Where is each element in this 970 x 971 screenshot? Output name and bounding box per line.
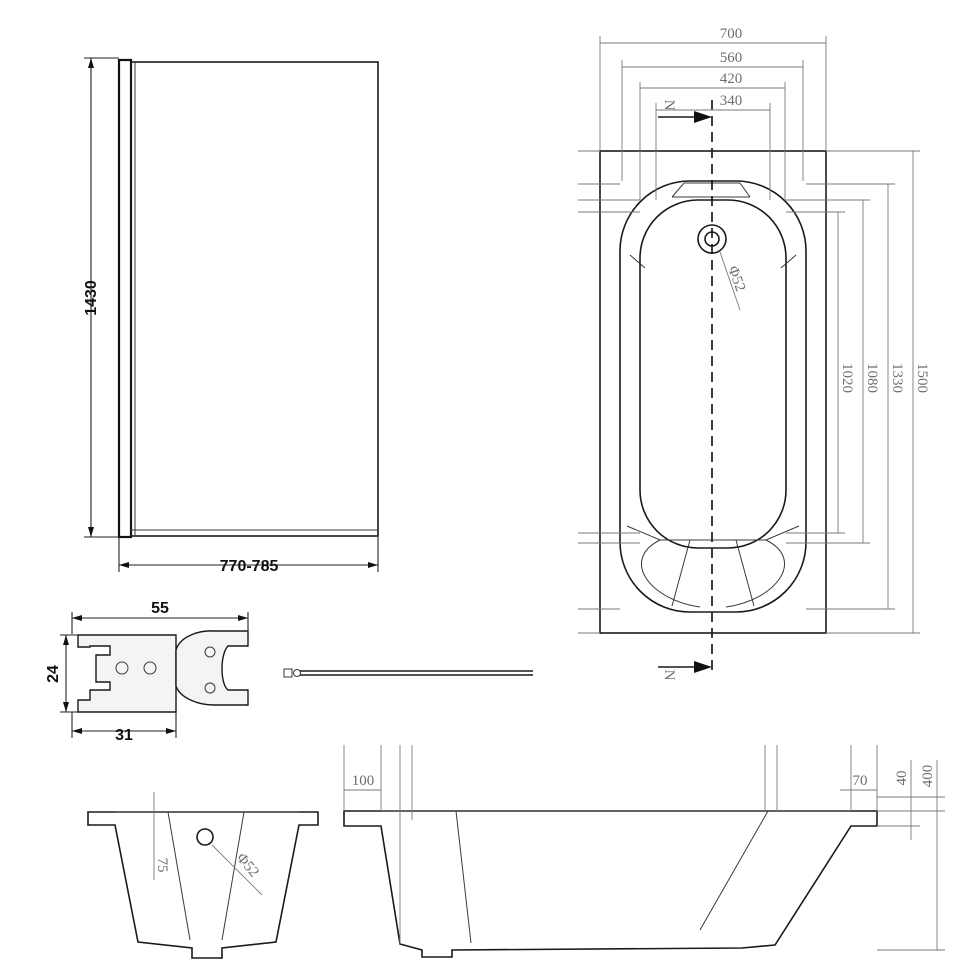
plan-length-1080: 1080 xyxy=(864,363,880,393)
profile-inner-width-dimension: 31 xyxy=(71,712,177,744)
bath-inner-bowl xyxy=(639,199,787,549)
plan-length-1500: 1500 xyxy=(914,363,930,393)
screen-width-label: 770-785 xyxy=(220,558,279,575)
plan-length-1330: 1330 xyxy=(889,363,905,393)
plan-width-420: 420 xyxy=(720,71,743,87)
svg-text:N: N xyxy=(661,100,677,111)
screen-glass-panel xyxy=(130,61,379,537)
side-section-outline xyxy=(343,810,878,958)
screen-height-dimension: 1430 xyxy=(83,57,119,538)
profile-height-label: 24 xyxy=(45,665,62,683)
side-height-label: 400 xyxy=(920,765,936,788)
profile-channel xyxy=(77,634,177,713)
profile-clamp xyxy=(175,630,249,706)
end-section: Φ52 75 xyxy=(87,792,319,959)
plan-width-dimensions: 700 560 420 340 xyxy=(599,26,827,200)
end-waste xyxy=(196,828,214,846)
plan-width-340: 340 xyxy=(720,93,743,109)
screen-elevation: 1430 770-785 xyxy=(83,57,379,575)
profile-width-dimension: 55 xyxy=(71,600,249,634)
profile-height-dimension: 24 xyxy=(45,634,78,713)
end-waste-label: Φ52 xyxy=(233,850,262,880)
section-marker-bottom: N xyxy=(658,661,712,681)
hinge-pin xyxy=(283,668,533,678)
side-rim-label: 40 xyxy=(894,771,910,786)
profile-width-label: 55 xyxy=(151,600,169,617)
plan-width-560: 560 xyxy=(720,50,743,66)
plan-view: Φ52 N N 700 560 420 xyxy=(578,26,930,681)
side-right-offset-label: 70 xyxy=(853,773,868,789)
section-marker-top: N xyxy=(658,100,712,123)
screen-height-label: 1430 xyxy=(83,280,100,316)
profile-inner-width-label: 31 xyxy=(115,727,133,744)
plan-waste-label: Φ52 xyxy=(724,264,748,294)
plan-left-ticks xyxy=(578,150,640,634)
bath-outer-bowl xyxy=(619,180,807,613)
side-left-offset-label: 100 xyxy=(352,773,375,789)
plan-length-dimensions: 1500 1330 1080 1020 xyxy=(786,150,930,634)
side-section: 100 70 40 400 xyxy=(343,745,945,958)
end-section-outline xyxy=(87,811,319,959)
screen-hinge-profile xyxy=(117,58,133,539)
svg-text:N: N xyxy=(661,670,677,681)
plan-width-700: 700 xyxy=(720,26,743,42)
bath-rim-outline xyxy=(599,150,827,634)
end-depth-label: 75 xyxy=(154,858,170,873)
plan-length-1020: 1020 xyxy=(839,363,855,393)
screen-width-dimension: 770-785 xyxy=(118,537,379,575)
profile-section: 55 24 31 xyxy=(45,600,249,744)
